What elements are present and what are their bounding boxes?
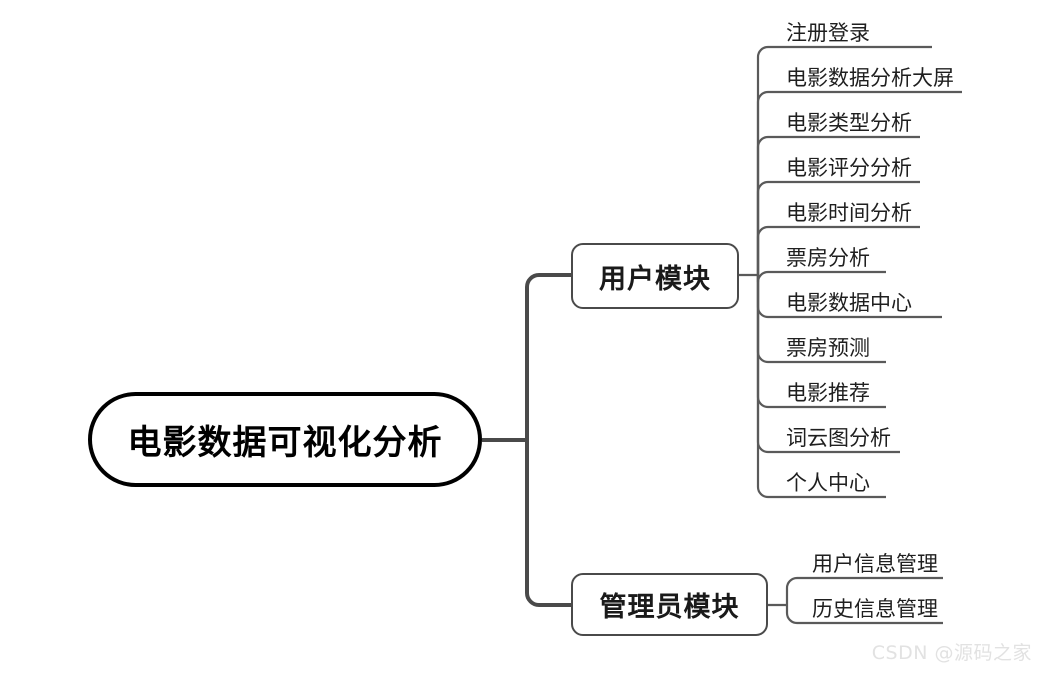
connector-root-branches xyxy=(525,273,571,607)
leaf-user-1[interactable]: 注册登录 xyxy=(786,21,870,45)
connector-user-leaf-6 xyxy=(756,270,886,284)
root-node-label: 电影数据可视化分析 xyxy=(127,423,443,463)
leaf-user-10[interactable]: 词云图分析 xyxy=(786,426,891,450)
leaf-admin-1[interactable]: 用户信息管理 xyxy=(812,552,938,576)
leaf-user-11[interactable]: 个人中心 xyxy=(786,471,870,495)
node-user-module-label: 用户模块 xyxy=(599,263,711,295)
watermark-text: CSDN @源码之家 xyxy=(871,642,1032,664)
leaf-user-3[interactable]: 电影类型分析 xyxy=(786,111,912,135)
leaf-user-5[interactable]: 电影时间分析 xyxy=(786,201,912,225)
node-admin-module[interactable]: 管理员模块 xyxy=(571,573,768,636)
root-node[interactable]: 电影数据可视化分析 xyxy=(88,392,482,487)
leaf-admin-2[interactable]: 历史信息管理 xyxy=(812,597,938,621)
leaf-user-4[interactable]: 电影评分分析 xyxy=(786,156,912,180)
leaf-user-8[interactable]: 票房预测 xyxy=(786,336,870,360)
leaf-user-6[interactable]: 票房分析 xyxy=(786,246,870,270)
leaf-user-7[interactable]: 电影数据中心 xyxy=(786,291,912,315)
node-admin-module-label: 管理员模块 xyxy=(599,592,740,623)
leaf-user-2[interactable]: 电影数据分析大屏 xyxy=(786,66,954,90)
leaf-user-9[interactable]: 电影推荐 xyxy=(786,381,870,405)
node-user-module[interactable]: 用户模块 xyxy=(571,243,739,309)
